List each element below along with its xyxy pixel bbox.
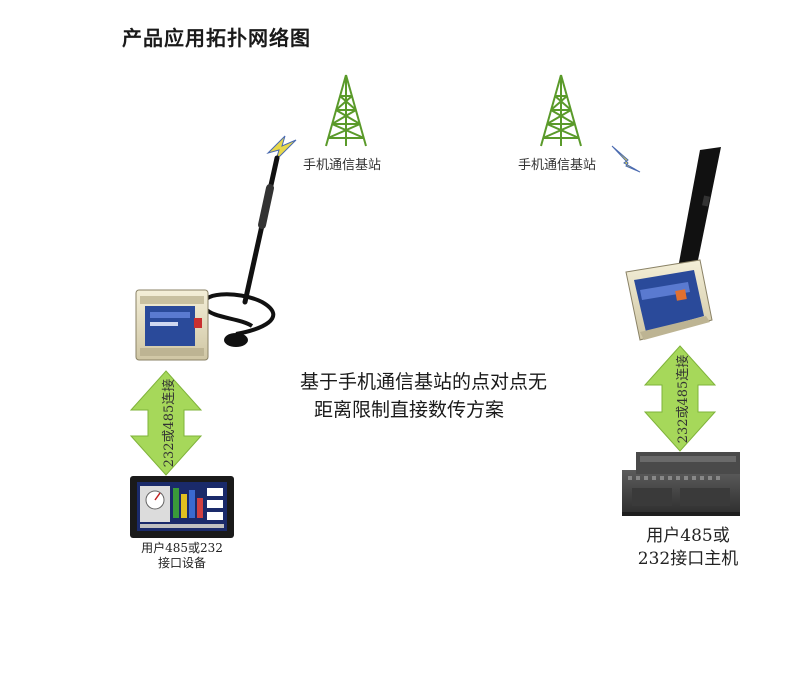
plc-host-caption-line-2: 232接口主机: [637, 549, 739, 569]
lightning-left-icon: [266, 135, 297, 161]
hmi-device-caption: 用户485或232 接口设备: [122, 541, 242, 571]
plc-host-icon: [622, 452, 740, 516]
double-arrow-left-icon: [129, 370, 203, 476]
solution-description-line-1: 基于手机通信基站的点对点无: [300, 371, 548, 393]
modem-left-icon: [135, 289, 209, 361]
plc-host-caption-line-1: 用户485或: [646, 526, 730, 546]
arrow-right-label: 232或485连接: [676, 354, 691, 444]
modem-right-icon: [625, 259, 713, 341]
solution-description-line-2: 距离限制直接数传方案: [314, 399, 505, 421]
hmi-device-caption-line-2: 接口设备: [157, 556, 206, 570]
stub-antenna-right-icon: [678, 147, 721, 270]
tower-left-label: 手机通信基站: [303, 158, 382, 173]
hmi-touch-panel-icon: [130, 476, 234, 538]
cell-tower-right-icon: [540, 74, 582, 147]
hmi-device-caption-line-1: 用户485或232: [141, 541, 223, 555]
tower-right-label: 手机通信基站: [518, 158, 597, 173]
double-arrow-right-icon: [643, 345, 717, 452]
plc-host-caption: 用户485或 232接口主机: [622, 525, 754, 571]
arrow-left-label: 232或485连接: [162, 378, 177, 468]
cell-tower-left-icon: [325, 74, 367, 147]
solution-description: 基于手机通信基站的点对点无 距离限制直接数传方案: [300, 368, 570, 424]
diagram-title: 产品应用拓扑网络图: [122, 26, 311, 50]
lightning-right-icon: [611, 145, 641, 173]
